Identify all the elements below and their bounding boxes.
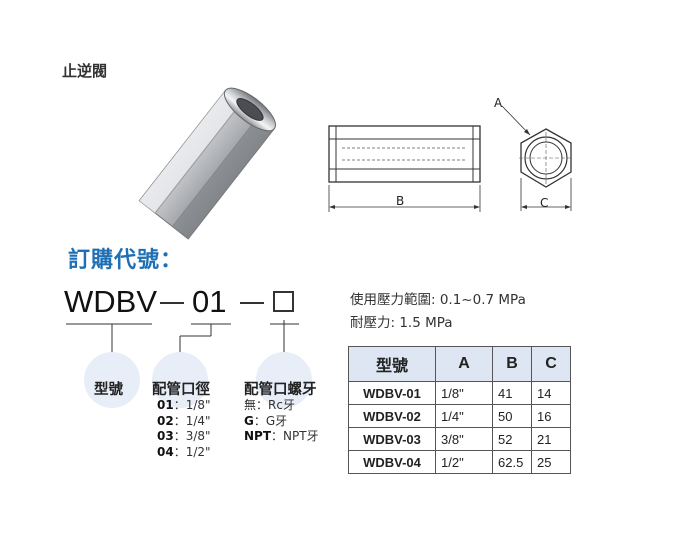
side-view-drawing xyxy=(328,125,481,212)
end-view-drawing xyxy=(501,105,573,211)
table-cell: 21 xyxy=(531,427,571,451)
size-label: 配管口徑 xyxy=(152,382,210,398)
size-option: 02：1/4" xyxy=(157,413,211,428)
dimension-c-label: C xyxy=(540,196,549,210)
table-cell: 1/4" xyxy=(435,404,493,428)
dimension-b-label: B xyxy=(396,194,405,208)
product-title: 止逆閥 xyxy=(62,62,108,80)
table-cell: 62.5 xyxy=(492,450,532,474)
product-photo xyxy=(138,87,276,240)
model-label-circle xyxy=(84,352,140,408)
table-cell: 1/2" xyxy=(435,450,493,474)
dimension-table: 型號 A B C WDBV-01 1/8" 41 14 WDBV-02 1/4"… xyxy=(348,346,571,474)
table-row: WDBV-02 1/4" 50 16 xyxy=(348,404,571,428)
table-cell: 25 xyxy=(531,450,571,474)
thread-option: NPT：NPT牙 xyxy=(244,429,319,443)
size-code: 01 xyxy=(192,284,227,319)
column-header: C xyxy=(531,346,571,382)
thread-option: 無：Rc牙 xyxy=(244,398,295,412)
table-row: WDBV-01 1/8" 41 14 xyxy=(348,381,571,405)
model-label: 型號 xyxy=(94,382,123,398)
pressure-range-spec: 使用壓力範圍: 0.1~0.7 MPa xyxy=(350,292,526,308)
thread-label-circle xyxy=(256,352,312,408)
dimension-a-label: A xyxy=(494,96,503,110)
column-header: A xyxy=(435,346,493,382)
thread-options: 無：Rc牙 G：G牙 NPT：NPT牙 xyxy=(244,398,319,445)
order-code-heading: 訂購代號： xyxy=(68,248,184,273)
table-cell: WDBV-03 xyxy=(348,427,436,451)
table-cell: WDBV-04 xyxy=(348,450,436,474)
table-cell: 50 xyxy=(492,404,532,428)
model-prefix: WDBV xyxy=(64,284,157,319)
code-connectors xyxy=(66,320,299,354)
table-header-row: 型號 A B C xyxy=(348,346,571,382)
thread-option: G：G牙 xyxy=(244,413,288,428)
table-cell: 3/8" xyxy=(435,427,493,451)
column-header: 型號 xyxy=(348,346,436,382)
table-cell: WDBV-01 xyxy=(348,381,436,405)
size-options: 01：1/8" 02：1/4" 03：3/8" 04：1/2" xyxy=(157,398,211,460)
column-header: B xyxy=(492,346,532,382)
thread-label: 配管口螺牙 xyxy=(244,382,317,398)
table-cell: 1/8" xyxy=(435,381,493,405)
size-option: 01：1/8" xyxy=(157,398,211,412)
table-row: WDBV-03 3/8" 52 21 xyxy=(348,427,571,451)
table-cell: WDBV-02 xyxy=(348,404,436,428)
table-row: WDBV-04 1/2" 62.5 25 xyxy=(348,450,571,474)
table-cell: 41 xyxy=(492,381,532,405)
size-label-circle xyxy=(152,352,208,408)
table-cell: 16 xyxy=(531,404,571,428)
code-dash-1 xyxy=(160,302,184,304)
table-cell: 52 xyxy=(492,427,532,451)
table-cell: 14 xyxy=(531,381,571,405)
proof-pressure-spec: 耐壓力: 1.5 MPa xyxy=(350,315,453,331)
size-option: 04：1/2" xyxy=(157,444,211,459)
size-option: 03：3/8" xyxy=(157,429,211,443)
code-dash-2 xyxy=(240,302,264,304)
thread-code-box xyxy=(273,291,294,312)
